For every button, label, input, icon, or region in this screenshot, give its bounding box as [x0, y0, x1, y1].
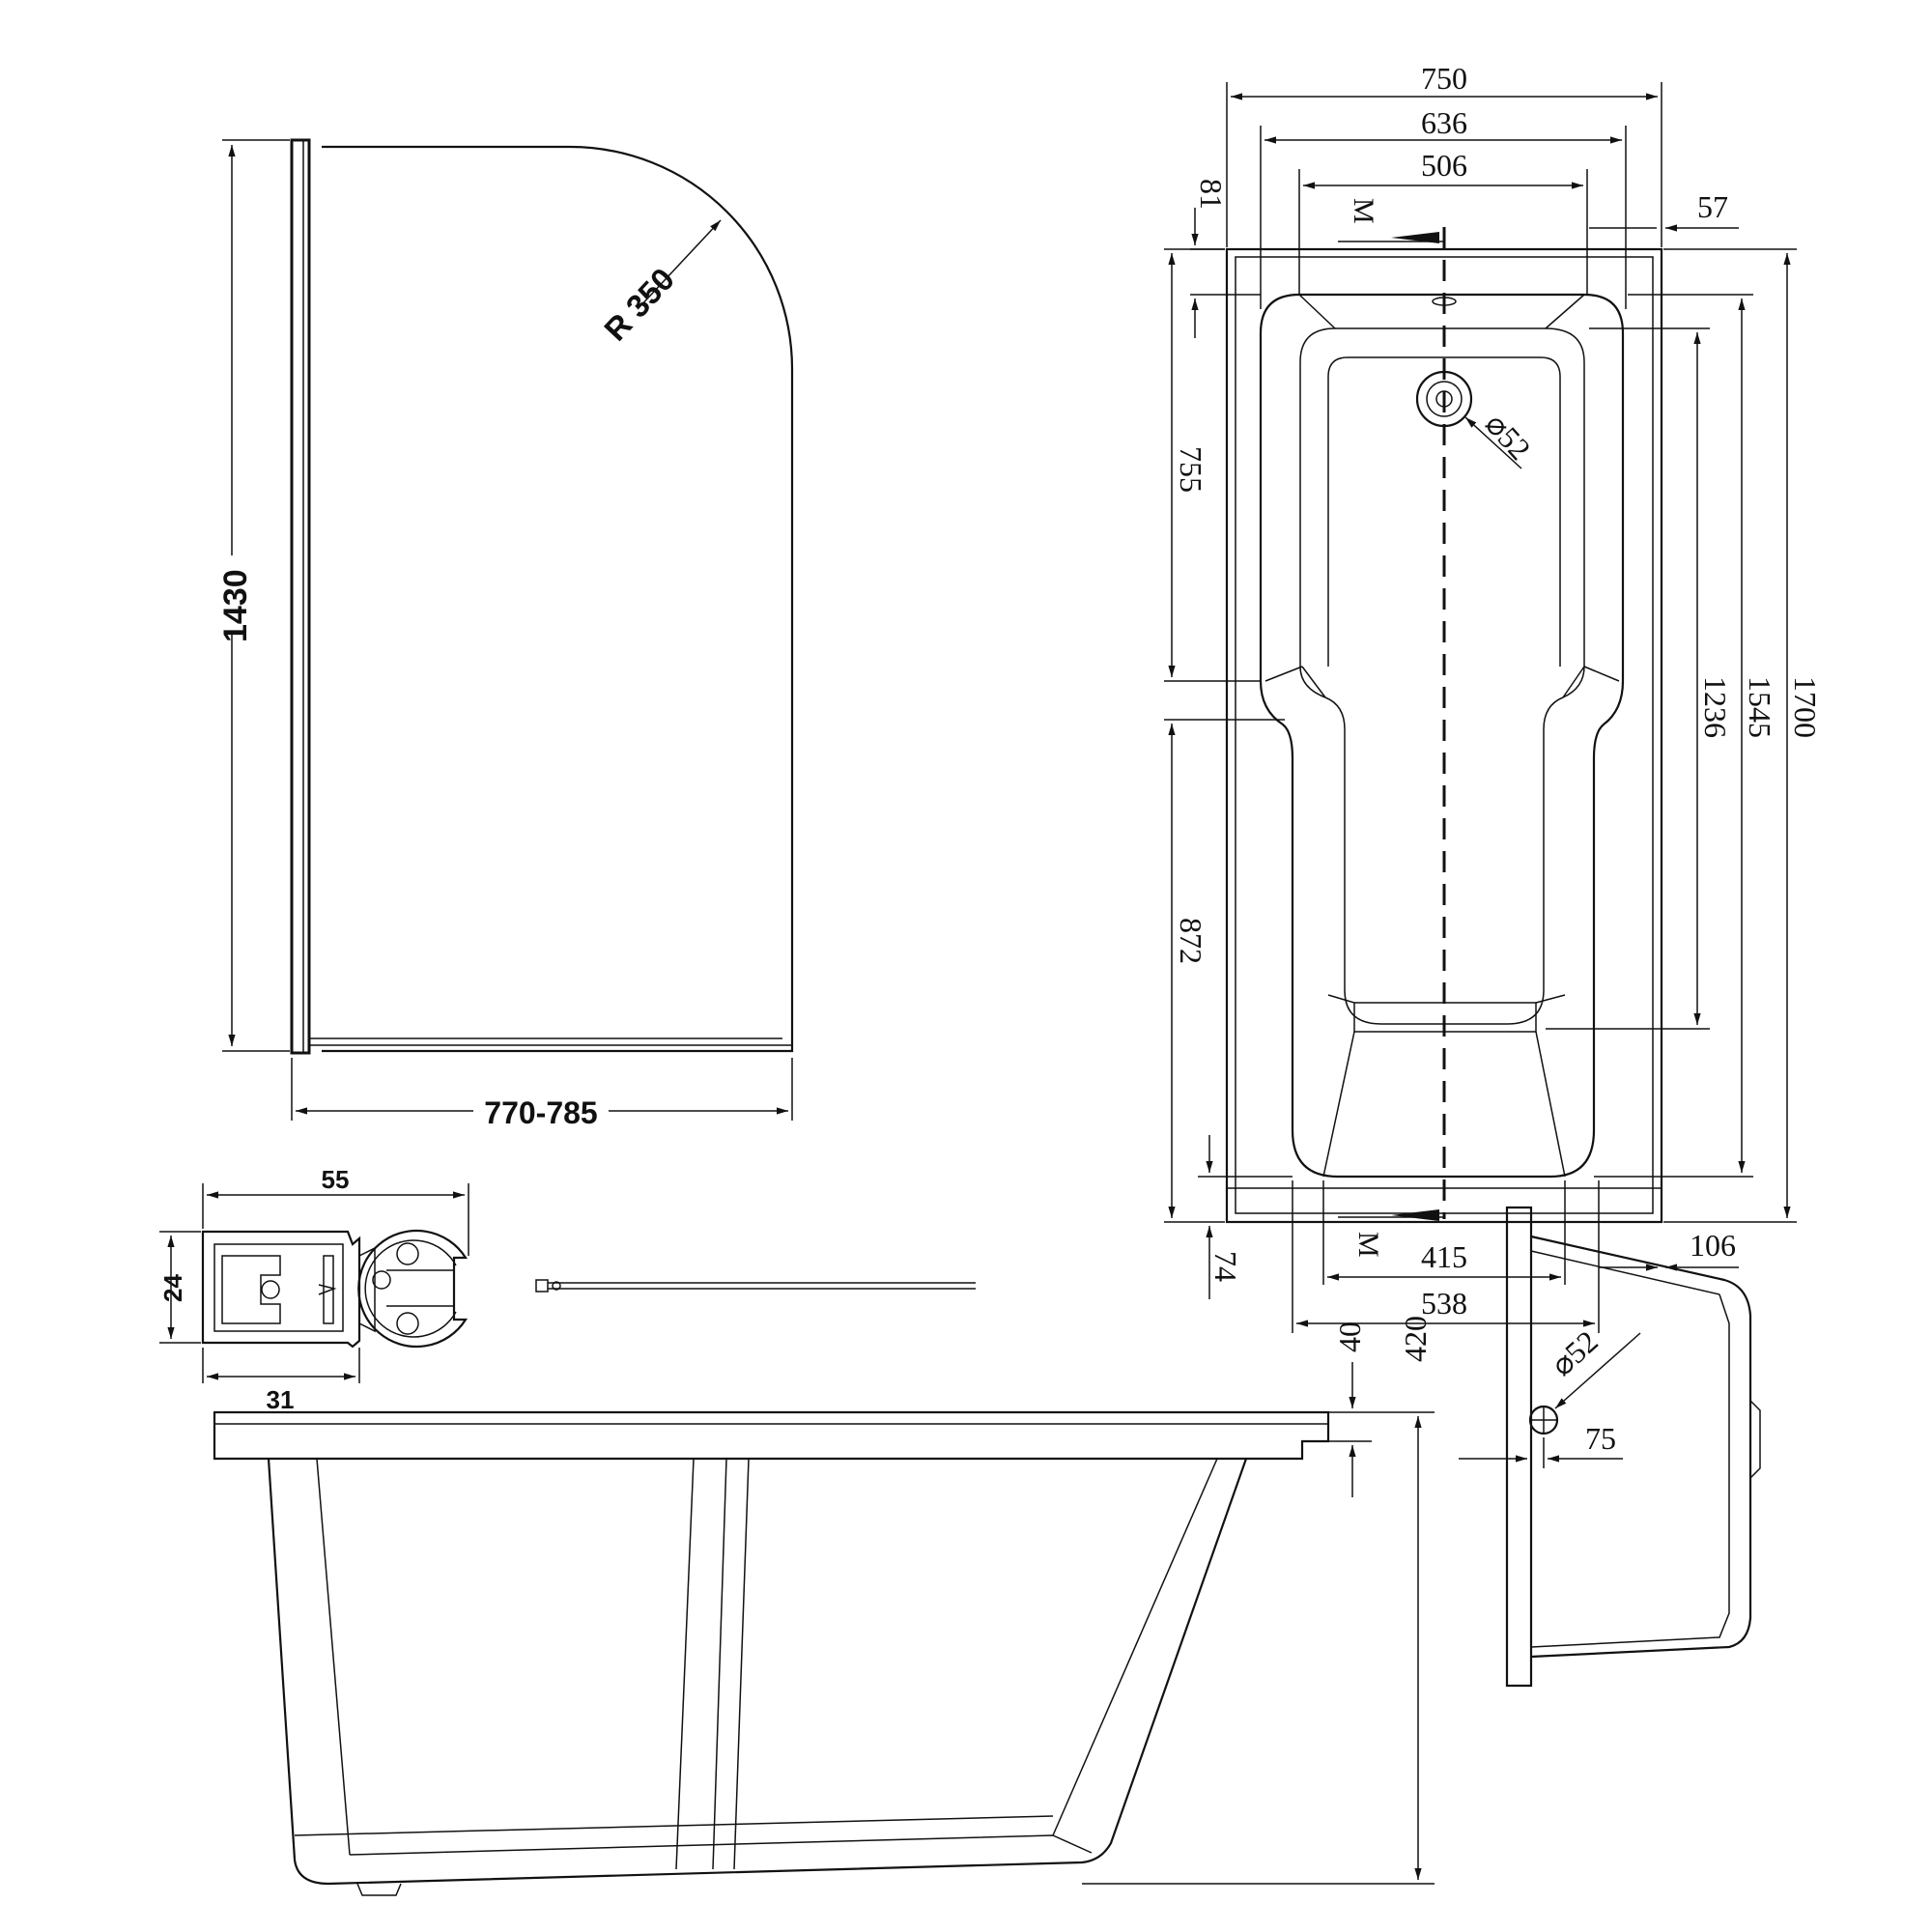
- plan-m-top-label: M: [1348, 198, 1379, 224]
- plan-length-1700: 1700: [1788, 676, 1823, 738]
- bath-side-view: 40 420: [213, 1316, 1435, 1896]
- plan-offset-106: 106: [1690, 1228, 1736, 1263]
- plan-waste-diameter: ⌀52: [1479, 407, 1538, 467]
- screen-hinge-profile: [290, 138, 311, 1055]
- profile-section-view: 55 24 31: [158, 1165, 469, 1414]
- plan-offset-74: 74: [1208, 1251, 1243, 1282]
- plan-length-1545: 1545: [1743, 676, 1777, 738]
- side-rim-label: 40: [1332, 1321, 1367, 1352]
- screen-width-label: 770-785: [484, 1095, 597, 1130]
- screen-glass-panel: [322, 145, 794, 1053]
- plan-offset-57: 57: [1697, 189, 1728, 224]
- screen-radius-label: R 350: [597, 261, 681, 348]
- plan-width-506: 506: [1421, 148, 1467, 183]
- bath-end-view: ⌀52 75: [1459, 1206, 1761, 1688]
- bath-plan-view: M M 750 636 506 57 81 755 872: [1164, 61, 1823, 1333]
- profile-outline: [201, 1230, 361, 1349]
- plan-basin-outline: [1259, 293, 1625, 1179]
- side-body: [267, 1458, 1248, 1886]
- side-rim: [213, 1410, 1330, 1461]
- side-height-label: 420: [1398, 1316, 1433, 1362]
- plan-foot-width-415: 415: [1421, 1239, 1467, 1274]
- plan-outer-rim: [1225, 247, 1663, 1224]
- screen-edge-view: [535, 1279, 976, 1293]
- plan-width-636: 636: [1421, 105, 1467, 140]
- plan-width-750: 750: [1421, 61, 1467, 96]
- profile-base-width-label: 31: [267, 1385, 295, 1414]
- shower-screen-view: R 350 1430 770-785: [214, 138, 794, 1130]
- profile-height-label: 24: [158, 1274, 187, 1302]
- plan-m-bottom-label: M: [1352, 1232, 1384, 1258]
- end-waste-offset: 75: [1585, 1421, 1616, 1456]
- end-rim: [1505, 1206, 1533, 1688]
- profile-width-label: 55: [322, 1165, 350, 1194]
- plan-length-1236: 1236: [1698, 676, 1733, 738]
- end-body: [1530, 1235, 1752, 1659]
- plan-length-872: 872: [1174, 918, 1208, 964]
- plan-foot-width-538: 538: [1421, 1286, 1467, 1321]
- plan-offset-81: 81: [1194, 179, 1229, 210]
- plan-length-755: 755: [1174, 446, 1208, 493]
- screen-height-label: 1430: [217, 569, 254, 642]
- profile-clamp: [357, 1229, 469, 1349]
